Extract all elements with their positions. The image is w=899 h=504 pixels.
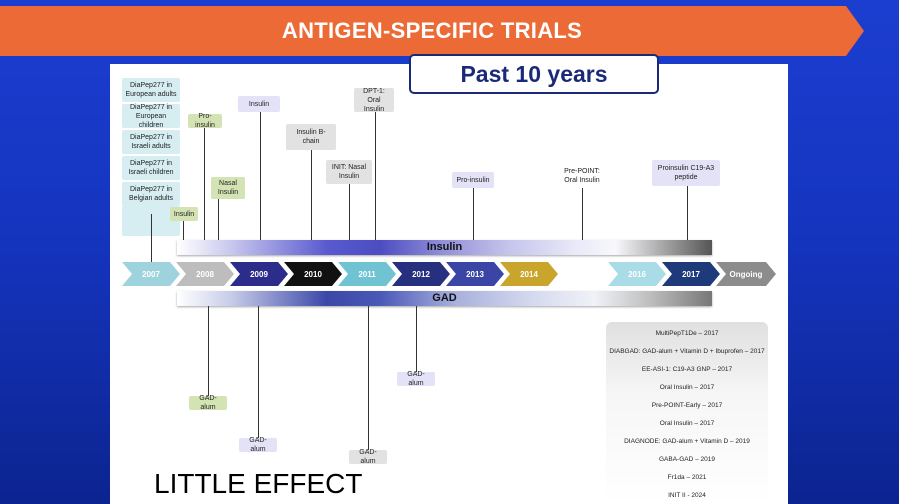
init-label: INIT: Nasal Insulin [326, 160, 372, 184]
proinsulin-c19-label: Proinsulin C19-A3 peptide [652, 160, 720, 186]
ongoing-item: Oral Insulin – 2017 [659, 420, 715, 427]
gad-alum-2008-label: GAD-alum [189, 395, 227, 411]
diapep-european-children: DiaPep277 in European children [122, 104, 180, 129]
insulin-2009-label: Insulin [238, 96, 280, 112]
gad-alum-2012-connector [416, 306, 417, 372]
title-banner [0, 6, 864, 56]
ongoing-item: GABA-GAD – 2019 [659, 456, 715, 463]
pro-insulin-2013-label: Pro-insulin [452, 172, 494, 188]
pro-insulin-label: Pro-insulin [188, 113, 222, 129]
pre-point-connector [582, 188, 583, 240]
ongoing-item: DIABGAD: GAD-alum + Vitamin D + Ibuprofe… [609, 348, 765, 355]
timeline-ongoing: Ongoing [716, 262, 776, 286]
gad-alum-2009-label: GAD-alum [239, 437, 277, 453]
little-effect-text: LITTLE EFFECT [154, 468, 363, 499]
nasal-insulin-label: Nasal Insulin [211, 177, 245, 199]
timeline-2017: 2017 [662, 262, 720, 286]
ongoing-item: Oral Insulin – 2017 [659, 384, 715, 391]
gad-alum-2009-connector [258, 306, 259, 438]
past-10-years-box: Past 10 years [409, 54, 659, 94]
ongoing-item: Fr1da – 2021 [667, 474, 707, 481]
proinsulin-c19-connector [687, 186, 688, 240]
slide-title: ANTIGEN-SPECIFIC TRIALS [281, 18, 583, 43]
diapep-european-adults: DiaPep277 in European adults [122, 78, 180, 102]
ongoing-item: Pre-POINT-Early – 2017 [651, 402, 723, 409]
insulin-early-connector [183, 221, 184, 241]
init-connector [349, 184, 350, 240]
insulin-2009-connector [260, 112, 261, 240]
ongoing-trials-list: MultiPepT1De – 2017 DIABGAD: GAD-alum + … [606, 322, 768, 504]
diapep-israeli-children: DiaPep277 in Israeli children [122, 156, 180, 180]
pro-insulin-2013-connector [473, 188, 474, 240]
ongoing-item: INIT II - 2024 [668, 492, 706, 499]
nasal-insulin-connector [218, 199, 219, 240]
gad-alum-2011-connector [368, 306, 369, 450]
diapep-belgian-adults: DiaPep277 in Belgian adults [122, 182, 180, 206]
diapep-israeli-adults: DiaPep277 in Israeli adults [122, 130, 180, 154]
gad-alum-2012-label: GAD-alum [397, 371, 435, 387]
insulin-bar: Insulin [177, 240, 712, 255]
insulin-early-label: Insulin [170, 207, 198, 221]
gad-alum-2011-label: GAD-alum [349, 449, 387, 465]
insulin-b-chain-connector [311, 150, 312, 240]
gad-bar: GAD [177, 291, 712, 306]
diapep-connector [151, 214, 152, 262]
pre-point-label: Pre-POINT: Oral Insulin [558, 164, 606, 188]
gad-alum-2008-connector [208, 306, 209, 396]
insulin-b-chain-label: Insulin B-chain [286, 124, 336, 150]
dpt1-connector [375, 112, 376, 240]
ongoing-item: EE-ASI-1: C19-A3 GNP – 2017 [641, 366, 733, 373]
dpt1-label: DPT-1: Oral Insulin [354, 88, 394, 113]
ongoing-item: MultiPepT1De – 2017 [655, 330, 719, 337]
pro-insulin-connector [204, 128, 205, 240]
ongoing-item: DIAGNODE: GAD-alum + Vitamin D – 2019 [624, 438, 750, 445]
